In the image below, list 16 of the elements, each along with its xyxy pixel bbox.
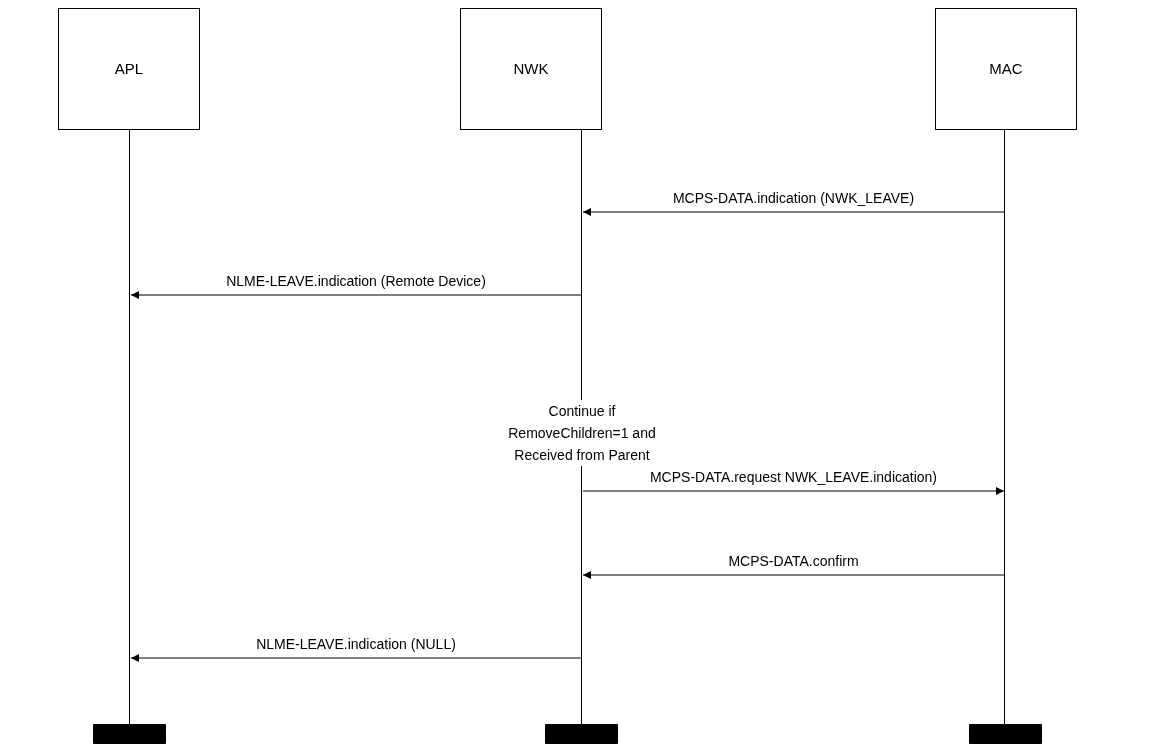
lifeline-end-bar (545, 724, 618, 744)
lifeline-end-bar (93, 724, 166, 744)
lifeline (1004, 130, 1006, 724)
participant-box (58, 8, 200, 130)
message-arrow (582, 208, 1005, 216)
participant-label: MAC (989, 58, 1023, 79)
participant-label: APL (114, 58, 144, 79)
message-arrow (130, 654, 582, 662)
lifeline (129, 130, 131, 724)
participant-label: NWK (513, 58, 549, 79)
message-arrow (582, 487, 1005, 495)
participant-box (935, 8, 1077, 130)
lifeline-end-bar (969, 724, 1042, 744)
message-arrow (582, 571, 1005, 579)
participant-box (460, 8, 602, 130)
message-arrow (130, 291, 582, 299)
